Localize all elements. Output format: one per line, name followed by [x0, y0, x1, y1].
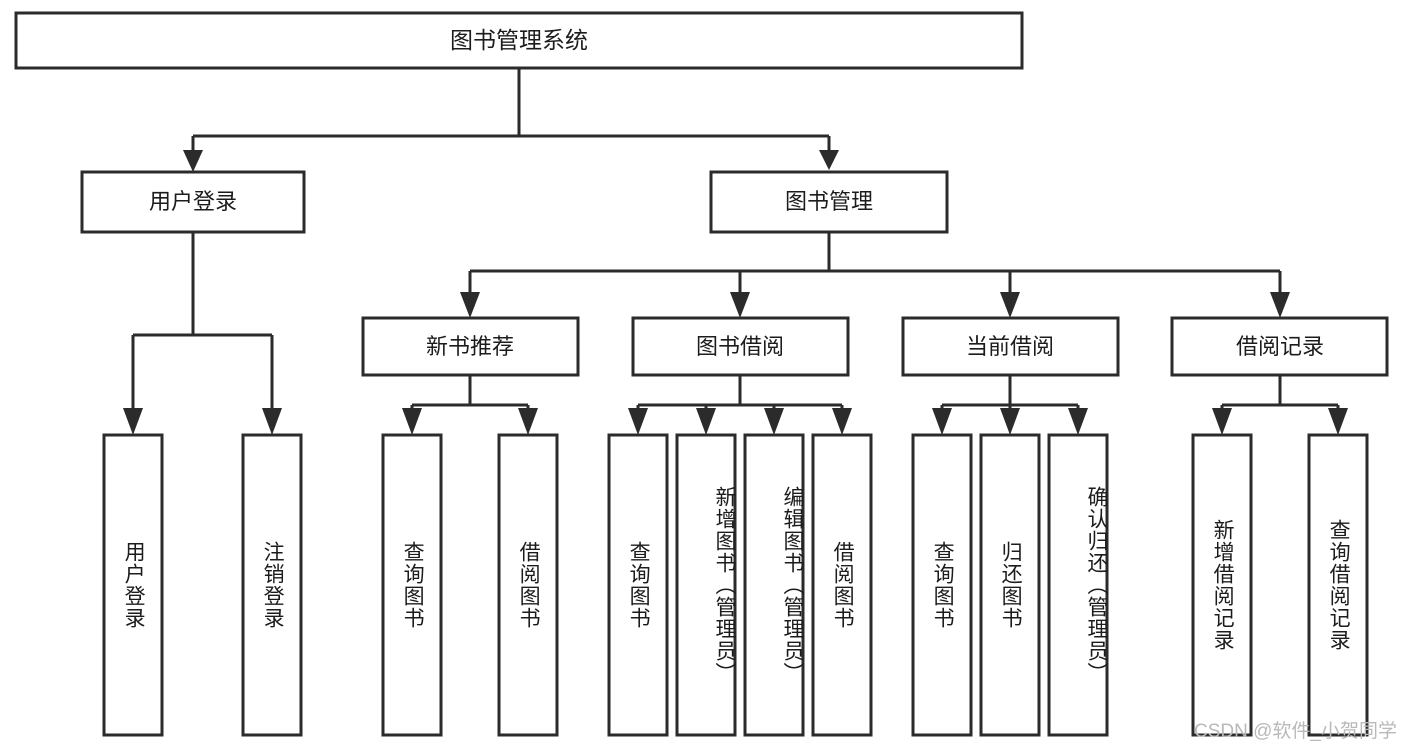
arrow-to-book-borrow	[730, 292, 750, 318]
arrow-leaf-query-book-1	[402, 408, 422, 435]
node-borrow-record[interactable]: 借阅记录	[1170, 316, 1389, 377]
node-book-manage-label: 图书管理	[785, 189, 873, 214]
node-book-borrow-box[interactable]	[631, 316, 850, 377]
arrow-leaf-borrow-book-1	[518, 408, 538, 435]
arrow-leaf-return-book	[1000, 408, 1020, 435]
leaf-borrow-book-1-box[interactable]	[497, 433, 559, 737]
leaf-query-book-1-box[interactable]	[381, 433, 443, 737]
arrow-leaf-add-book	[696, 408, 716, 435]
leaf-query-book-2-box[interactable]	[607, 433, 669, 737]
node-book-borrow-label: 图书借阅	[696, 334, 784, 359]
leaf-user-logout-box[interactable]	[241, 433, 303, 737]
node-user-login-box[interactable]	[80, 170, 306, 234]
csdn-watermark: CSDN @软件_小贺同学	[1194, 721, 1397, 742]
arrow-leaf-query-book-3	[932, 408, 952, 435]
node-book-borrow[interactable]: 图书借阅	[631, 316, 850, 377]
leaf-query-record-box[interactable]	[1307, 433, 1369, 737]
arrow-leaf-edit-book	[764, 408, 784, 435]
node-new-book-recommend-label: 新书推荐	[426, 334, 514, 359]
arrow-leaf-query-record	[1328, 408, 1348, 435]
node-borrow-record-box[interactable]	[1170, 316, 1389, 377]
node-root-label: 图书管理系统	[450, 27, 588, 53]
leaf-boxes-group	[102, 433, 1369, 737]
arrow-leaf-confirm-return	[1068, 408, 1088, 435]
leaf-confirm-return-box[interactable]	[1047, 433, 1109, 737]
arrow-leaf-add-record	[1212, 408, 1232, 435]
node-book-manage[interactable]: 图书管理	[709, 170, 949, 234]
leaf-add-book-box[interactable]	[675, 433, 737, 737]
leaf-edit-book-box[interactable]	[743, 433, 805, 737]
node-user-login-label: 用户登录	[149, 189, 237, 214]
arrow-leaf-user-login	[123, 408, 143, 435]
node-root-box[interactable]	[14, 11, 1024, 70]
node-new-book-recommend[interactable]: 新书推荐	[361, 316, 580, 377]
node-borrow-record-label: 借阅记录	[1236, 334, 1324, 359]
leaf-borrow-book-2-box[interactable]	[811, 433, 873, 737]
node-book-manage-box[interactable]	[709, 170, 949, 234]
arrow-to-book-manage	[819, 150, 839, 170]
leaf-query-book-3-box[interactable]	[911, 433, 973, 737]
node-current-borrow-label: 当前借阅	[966, 334, 1054, 359]
node-new-book-recommend-box[interactable]	[361, 316, 580, 377]
node-user-login[interactable]: 用户登录	[80, 170, 306, 234]
connectors-group	[123, 68, 1348, 435]
arrow-to-borrow-record	[1270, 292, 1290, 318]
node-root[interactable]: 图书管理系统	[14, 11, 1024, 70]
arrow-leaf-query-book-2	[628, 408, 648, 435]
arrow-to-current-borrow	[1000, 292, 1020, 318]
leaf-return-book-box[interactable]	[979, 433, 1041, 737]
leaf-add-record-box[interactable]	[1191, 433, 1253, 737]
arrow-leaf-user-logout	[262, 408, 282, 435]
arrow-to-user-login	[183, 150, 203, 172]
arrow-leaf-borrow-book-2	[832, 408, 852, 435]
node-current-borrow-box[interactable]	[901, 316, 1120, 377]
leaf-user-login-box[interactable]	[102, 433, 164, 737]
arrow-to-new-book-recommend	[460, 292, 480, 318]
node-current-borrow[interactable]: 当前借阅	[901, 316, 1120, 377]
